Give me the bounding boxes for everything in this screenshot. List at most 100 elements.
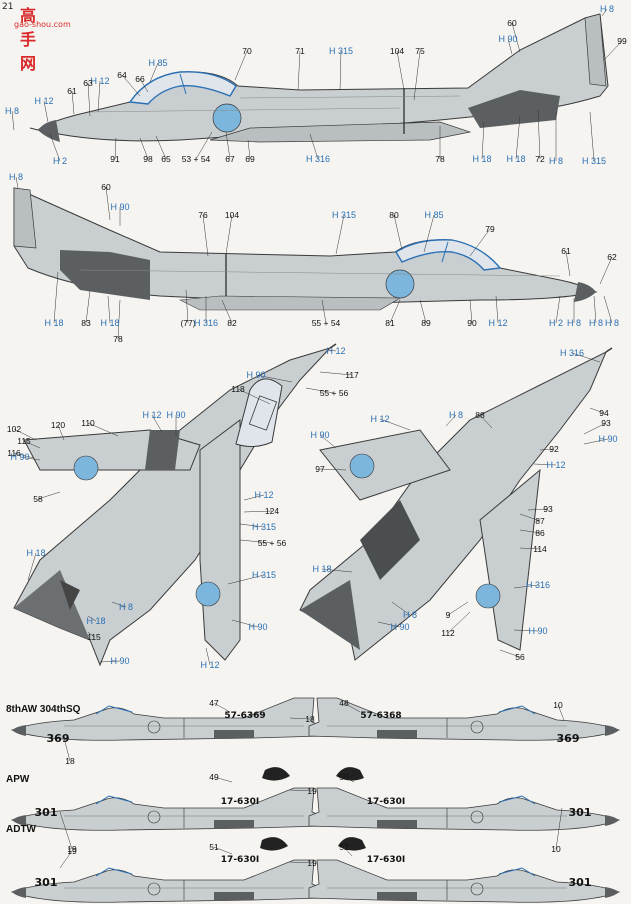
color-callout-h-12: H 12	[34, 96, 53, 106]
color-callout-h-316: H 316	[560, 348, 584, 358]
leader-line	[377, 621, 401, 628]
leader-line	[583, 422, 607, 435]
decal-callout-80: 80	[389, 210, 399, 220]
leader-line	[247, 139, 251, 160]
leader-line	[527, 508, 549, 511]
decal-callout-10: 10	[551, 844, 561, 854]
decal-callout-63: 63	[83, 78, 93, 88]
decal-callout-87: 87	[535, 516, 545, 526]
leader-line	[59, 811, 73, 850]
leader-line	[601, 8, 608, 17]
aircraft-marking: 57-6369	[224, 711, 265, 721]
decal-callout-50: 50	[339, 772, 349, 782]
color-callout-h-85: H 85	[424, 210, 443, 220]
profiles-apw	[11, 767, 620, 831]
leader-line	[519, 513, 541, 522]
leader-line	[379, 418, 411, 431]
watermark-brand: 高手网	[20, 6, 38, 73]
leader-line	[447, 611, 471, 634]
color-callout-h-12: H 12	[254, 490, 273, 500]
side-view-right	[13, 187, 598, 311]
decal-callout-117: 117	[345, 370, 359, 380]
leader-line	[213, 702, 231, 713]
decal-callout-116: 116	[7, 448, 21, 458]
color-callout-h-85: H 85	[148, 58, 167, 68]
leader-line	[59, 850, 73, 869]
color-callout-h-2: H 2	[549, 318, 563, 328]
leader-line	[202, 214, 209, 257]
color-callout-h-90: H 90	[166, 410, 185, 420]
leader-line	[13, 452, 35, 459]
leader-line	[185, 289, 189, 324]
leader-line	[537, 109, 541, 160]
leader-lines	[11, 8, 623, 869]
decal-callout-104: 104	[225, 210, 239, 220]
leader-line	[321, 568, 353, 573]
color-callout-h-8: H 8	[605, 318, 619, 328]
section-label-adtw: ADTW	[6, 824, 36, 835]
decal-callout-77: (77)	[180, 318, 195, 328]
decal-callout-55-56: 55 + 56	[320, 388, 349, 398]
decal-callout-86: 86	[535, 528, 545, 538]
color-callout-h-12: H 12	[142, 410, 161, 420]
leader-line	[393, 214, 403, 251]
color-callout-h-12: H 12	[326, 346, 345, 356]
leader-line	[583, 438, 609, 445]
color-callout-h-8: H 8	[119, 602, 133, 612]
decal-callout-62: 62	[607, 252, 617, 262]
decal-callout-58: 58	[33, 494, 43, 504]
leader-line	[37, 491, 61, 500]
leader-line	[557, 704, 565, 721]
leader-line	[519, 529, 541, 534]
color-callout-h-90: H 90	[310, 430, 329, 440]
decal-callout-124: 124	[265, 506, 279, 516]
side-view-left	[29, 13, 609, 143]
aircraft-marking: 301	[35, 876, 58, 889]
decal-callout-89: 89	[421, 318, 431, 328]
aircraft-marking: 301	[569, 806, 592, 819]
leader-line	[105, 186, 111, 221]
leader-line	[107, 295, 111, 324]
color-callout-h-8: H 8	[549, 156, 563, 166]
decal-callout-81: 81	[385, 318, 395, 328]
section-label-8aw: 8thAW 304thSQ	[6, 704, 81, 715]
color-callout-h-18: H 18	[312, 564, 331, 574]
watermark-url: gao-shou.com	[14, 20, 71, 29]
color-callout-h-315: H 315	[329, 46, 353, 56]
color-callout-h-8: H 8	[589, 318, 603, 328]
leader-line	[499, 649, 521, 658]
leader-line	[447, 601, 469, 616]
plan-view-left	[13, 343, 337, 667]
decal-callout-88: 88	[475, 410, 485, 420]
decal-callout-78: 78	[435, 154, 445, 164]
leader-line	[589, 407, 605, 414]
decal-callout-93: 93	[543, 504, 553, 514]
leader-line	[555, 807, 563, 850]
leader-line	[519, 547, 541, 550]
aircraft-marking: 301	[569, 876, 592, 889]
leader-line	[389, 299, 401, 324]
leader-line	[396, 50, 405, 91]
leader-line	[335, 214, 345, 255]
leader-line	[321, 299, 327, 324]
decal-callout-52: 52	[339, 842, 349, 852]
color-callout-h-18: H 18	[506, 154, 525, 164]
decal-callout-10: 10	[553, 700, 563, 710]
leader-line	[149, 62, 159, 83]
color-callout-h-90: H 90	[598, 434, 617, 444]
decal-callout-55-56: 55 + 56	[258, 538, 287, 548]
leader-line	[239, 523, 265, 528]
leader-line	[423, 214, 435, 253]
decal-callout-102: 102	[7, 424, 21, 434]
decal-callout-69: 69	[245, 154, 255, 164]
leader-line	[339, 50, 342, 91]
leader-line	[213, 846, 233, 855]
leader-line	[511, 22, 521, 53]
leader-line	[495, 295, 499, 324]
decal-callout-93: 93	[601, 418, 611, 428]
leader-line	[53, 271, 59, 324]
color-callout-h-90: H 90	[528, 626, 547, 636]
